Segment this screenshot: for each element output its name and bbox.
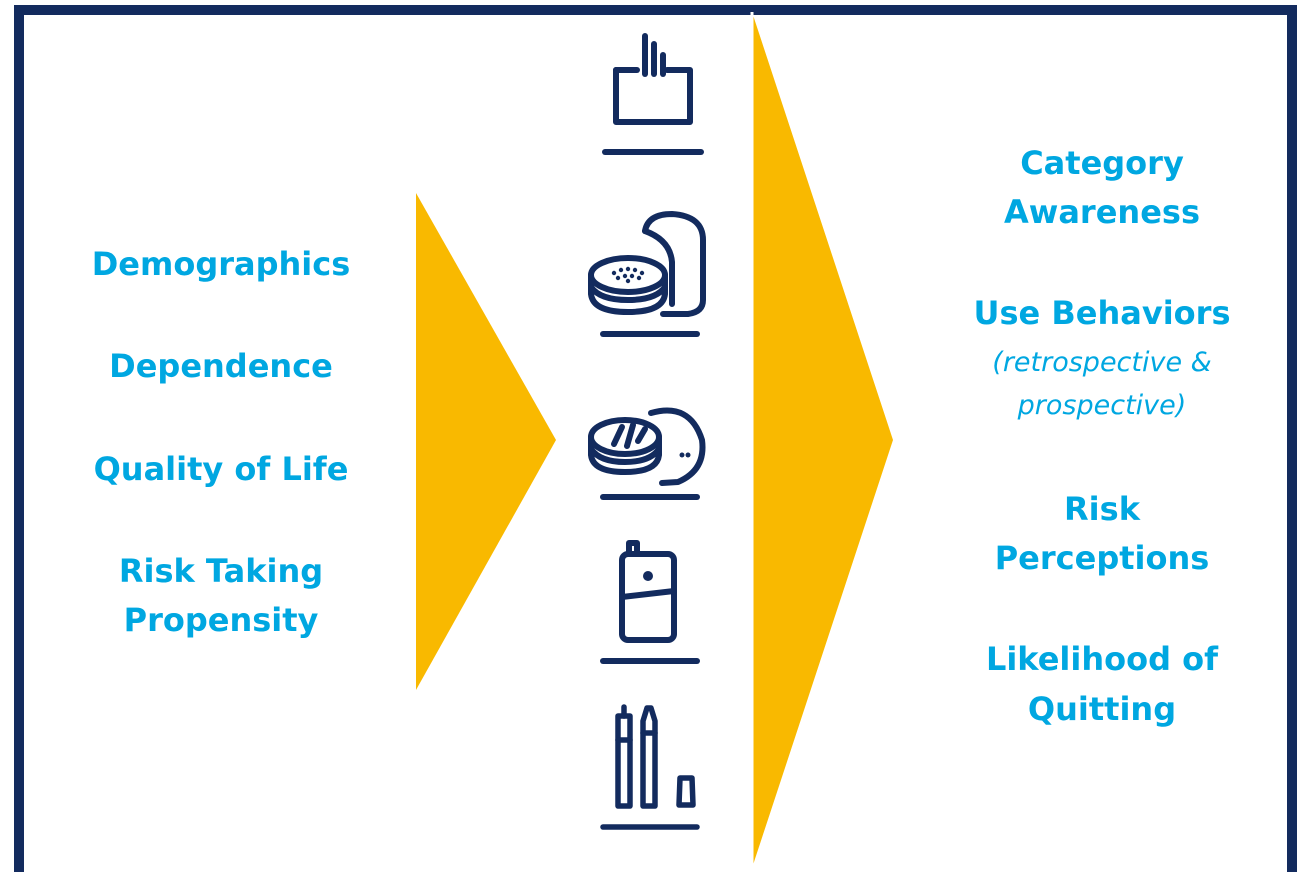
input-risk-taking: Risk Taking	[118, 552, 324, 590]
outcome-category: Category	[1020, 144, 1184, 182]
outcome-use-note-2: prospective)	[1017, 390, 1187, 421]
outcome-use-note-1: (retrospective &	[992, 347, 1212, 378]
outer-frame	[14, 5, 1297, 872]
snus-pouch-tin-icon	[588, 407, 706, 500]
snuff-dots	[611, 266, 645, 284]
outcome-perceptions: Perceptions	[994, 539, 1210, 577]
outcome-likelihood: Likelihood of	[985, 640, 1219, 678]
left-arrow	[416, 193, 556, 690]
outcome-awareness: Awareness	[1004, 193, 1200, 231]
outcome-use-behaviors: Use Behaviors	[973, 294, 1231, 332]
input-quality-of-life: Quality of Life	[93, 450, 349, 488]
vape-pens-icon	[600, 704, 700, 830]
input-propensity: Propensity	[123, 601, 319, 639]
e-cigarette-button	[643, 571, 653, 581]
outcome-risk: Risk	[1064, 490, 1140, 528]
input-dependence: Dependence	[109, 347, 333, 385]
outcome-quitting: Quitting	[1027, 690, 1177, 728]
right-arrow	[752, 12, 893, 868]
cigarette-pack-icon	[602, 33, 704, 155]
input-demographics: Demographics	[91, 245, 351, 283]
snus-dots	[679, 452, 691, 458]
e-cigarette-icon	[600, 540, 700, 664]
moist-snuff-tin-icon	[588, 211, 706, 337]
